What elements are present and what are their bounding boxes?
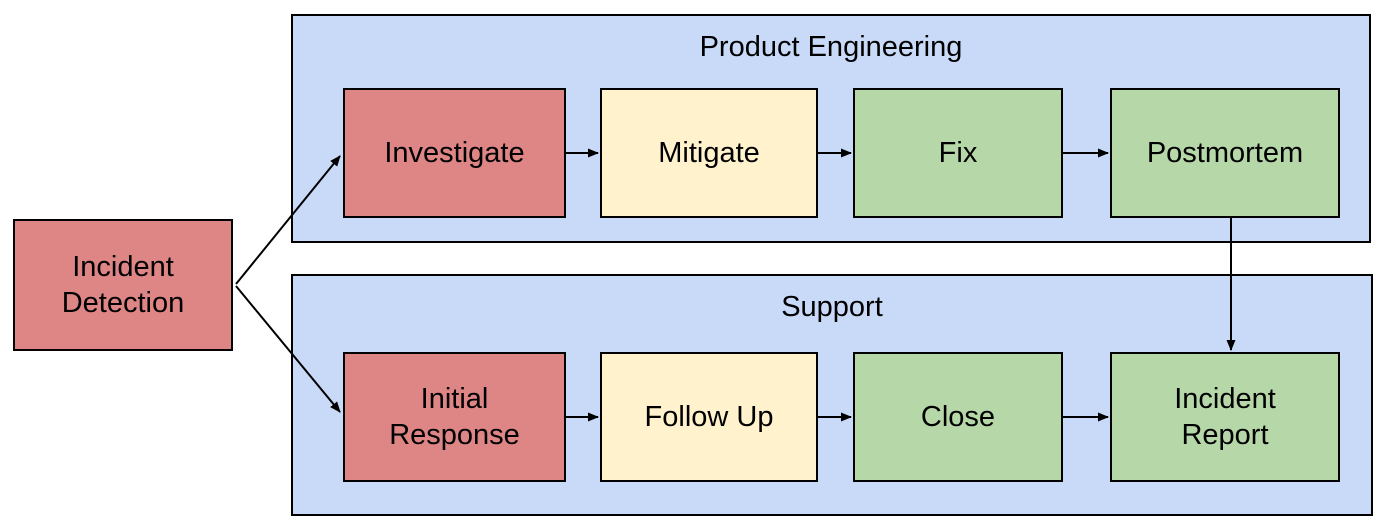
node-initial-response[interactable]: Initial Response [343, 352, 566, 482]
lane-title-product-engineering: Product Engineering [699, 31, 963, 63]
node-incident-detection[interactable]: Incident Detection [13, 219, 233, 351]
node-postmortem[interactable]: Postmortem [1110, 88, 1340, 218]
node-incident-report[interactable]: Incident Report [1110, 352, 1340, 482]
node-close[interactable]: Close [853, 352, 1063, 482]
lane-title-support: Support [781, 291, 883, 323]
node-investigate[interactable]: Investigate [343, 88, 566, 218]
node-mitigate[interactable]: Mitigate [600, 88, 818, 218]
node-follow-up[interactable]: Follow Up [600, 352, 818, 482]
node-fix[interactable]: Fix [853, 88, 1063, 218]
